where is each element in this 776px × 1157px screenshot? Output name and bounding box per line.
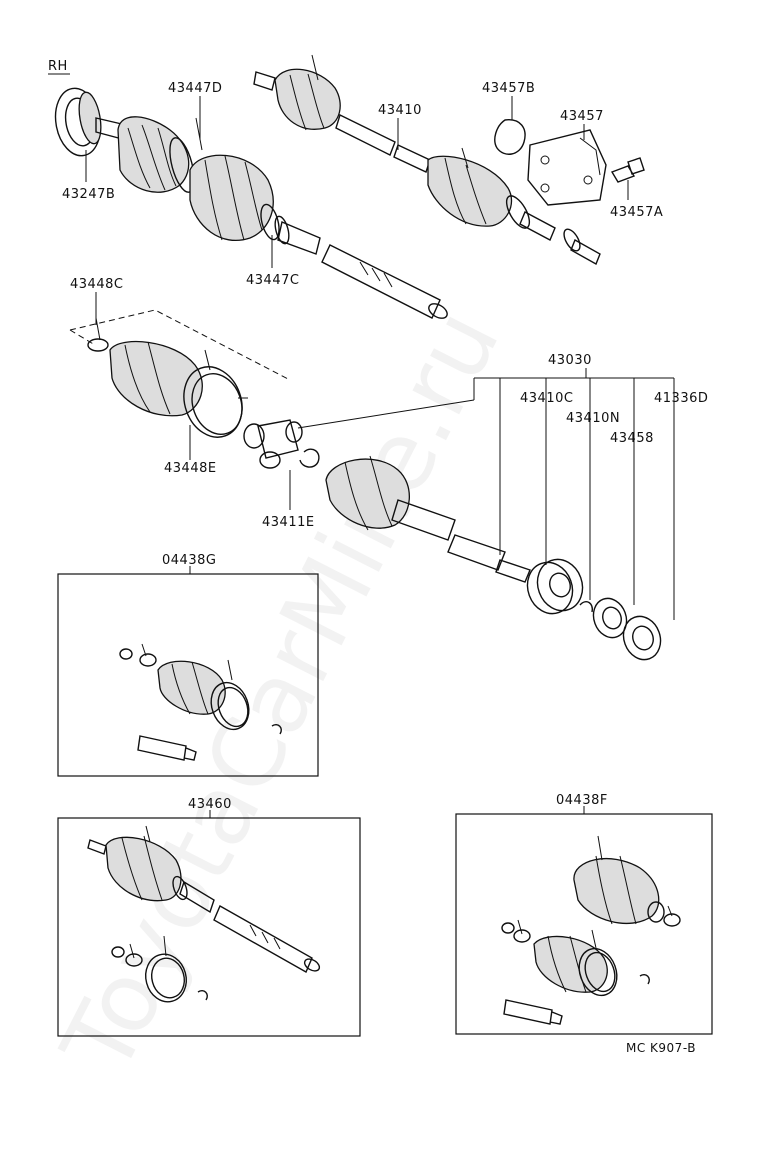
boot-kit-43448: [69, 309, 291, 438]
kit-box-43460: [57, 810, 361, 1037]
drive-shaft-assembly: [54, 87, 448, 319]
label-43030: 43030: [548, 353, 592, 368]
bearing-bracket-43457: [527, 129, 607, 206]
label-41336d: 41336D: [654, 391, 708, 406]
dust-cover-43458: [592, 597, 628, 639]
label-43447c: 43447C: [246, 273, 299, 288]
top-leaders: [85, 96, 629, 510]
tripod-joint: [243, 419, 303, 469]
snap-ring-43457b: [494, 119, 526, 155]
kit-box-04438f: [455, 806, 713, 1035]
inner-joint-shaft: [325, 455, 531, 583]
oil-seal-41336d: [622, 615, 662, 661]
label-43458: 43458: [610, 431, 654, 446]
label-43247b: 43247B: [62, 187, 115, 202]
bearing-43410c: [526, 558, 584, 615]
label-04438f: 04438F: [556, 793, 608, 808]
kit-box-04438g: [57, 566, 319, 777]
snap-ring-43410n: [579, 601, 594, 613]
label-43457a: 43457A: [610, 205, 663, 220]
watermark-text: ToyotaCarMine.ru: [40, 292, 521, 1091]
snap-ring-43411e: [299, 448, 320, 468]
drive-shaft-sub-assembly: [253, 54, 601, 266]
label-43448e: 43448E: [164, 461, 217, 476]
label-43457b: 43457B: [482, 81, 535, 96]
label-43448c: 43448C: [70, 277, 123, 292]
bolt-43457a: [610, 157, 645, 183]
label-43457: 43457: [560, 109, 604, 124]
side-label: RH: [48, 59, 68, 74]
label-43410: 43410: [378, 103, 422, 118]
label-04438g: 04438G: [162, 553, 216, 568]
label-43460: 43460: [188, 797, 232, 812]
label-43447d: 43447D: [168, 81, 222, 96]
label-43410c: 43410C: [520, 391, 573, 406]
label-43411e: 43411E: [262, 515, 315, 530]
group-leader-43030: [297, 368, 675, 620]
reference-code: MC K907-B: [626, 1041, 696, 1055]
label-43410n: 43410N: [566, 411, 620, 426]
